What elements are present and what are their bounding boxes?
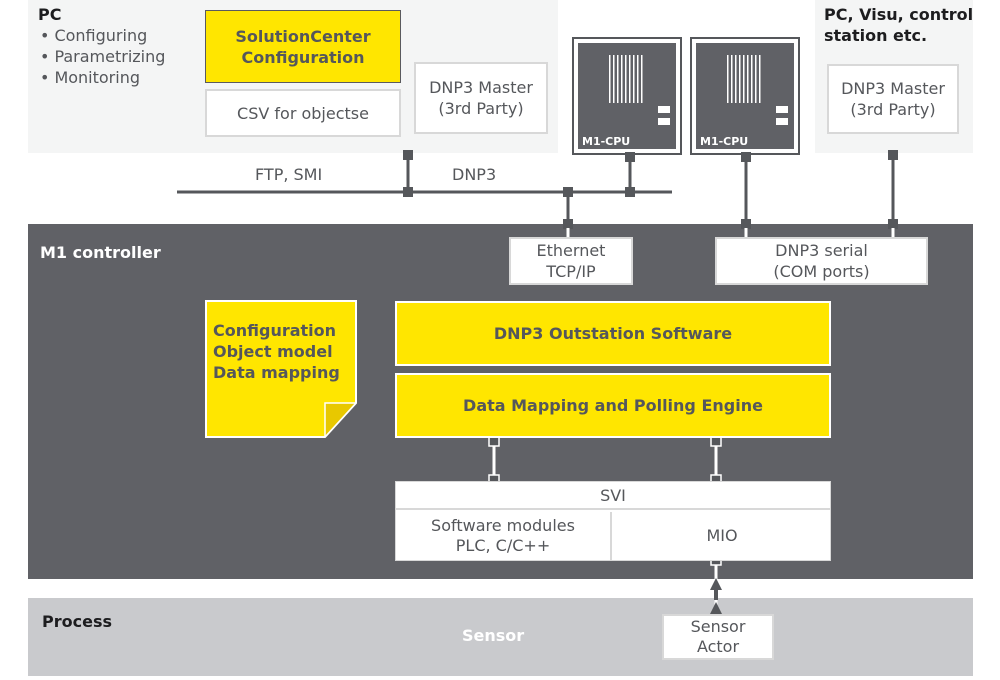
cpu-body: M1-CPU — [696, 43, 794, 149]
ftp-smi-label: FTP, SMI — [255, 165, 323, 184]
csv-box[interactable]: CSV for objectse — [205, 89, 401, 137]
dnp3-line-label: DNP3 — [452, 165, 497, 184]
dnp3-master-box-right[interactable]: DNP3 Master (3rd Party) — [827, 64, 959, 134]
cpu-icon — [609, 55, 670, 125]
m1-cpu-module[interactable]: M1-CPU — [690, 37, 800, 155]
note-text: Configuration Object model Data mapping — [213, 321, 340, 382]
bullet-item: Monitoring — [40, 67, 165, 88]
cpu-body: M1-CPU — [578, 43, 676, 149]
mapping-engine-box[interactable]: Data Mapping and Polling Engine — [395, 373, 831, 438]
ethernet-box[interactable]: Ethernet TCP/IP — [509, 237, 633, 285]
pc-visu-title: PC, Visu, control station etc. — [824, 5, 974, 45]
pc-bullet-list: Configuring Parametrizing Monitoring — [40, 25, 165, 88]
m1-controller-title: M1 controller — [40, 243, 161, 262]
solution-center-box[interactable]: SolutionCenter Configuration — [205, 10, 401, 83]
pc-title: PC — [38, 5, 62, 24]
process-panel — [28, 598, 973, 676]
mio-cell[interactable]: MIO — [706, 526, 738, 545]
svi-label[interactable]: SVI — [396, 482, 830, 510]
cpu-label: M1-CPU — [582, 135, 631, 148]
note-shape — [205, 300, 357, 438]
m1-cpu-module[interactable]: M1-CPU — [572, 37, 682, 155]
outstation-software-box[interactable]: DNP3 Outstation Software — [395, 301, 831, 366]
cpu-label: M1-CPU — [700, 135, 749, 148]
sensor-label: Sensor — [462, 626, 525, 645]
bullet-item: Configuring — [40, 25, 165, 46]
software-modules-cell[interactable]: Software modules PLC, C/C++ — [396, 512, 612, 560]
config-note[interactable]: Configuration Object model Data mapping — [205, 300, 357, 438]
dnp3-serial-box[interactable]: DNP3 serial (COM ports) — [715, 237, 928, 285]
bullet-item: Parametrizing — [40, 46, 165, 67]
sensor-actor-box[interactable]: Sensor Actor — [662, 614, 774, 660]
svi-block: SVI Software modules PLC, C/C++ MIO — [395, 481, 831, 561]
cpu-icon — [727, 55, 788, 125]
dnp3-master-box-left[interactable]: DNP3 Master (3rd Party) — [414, 62, 548, 134]
process-title: Process — [42, 612, 112, 631]
